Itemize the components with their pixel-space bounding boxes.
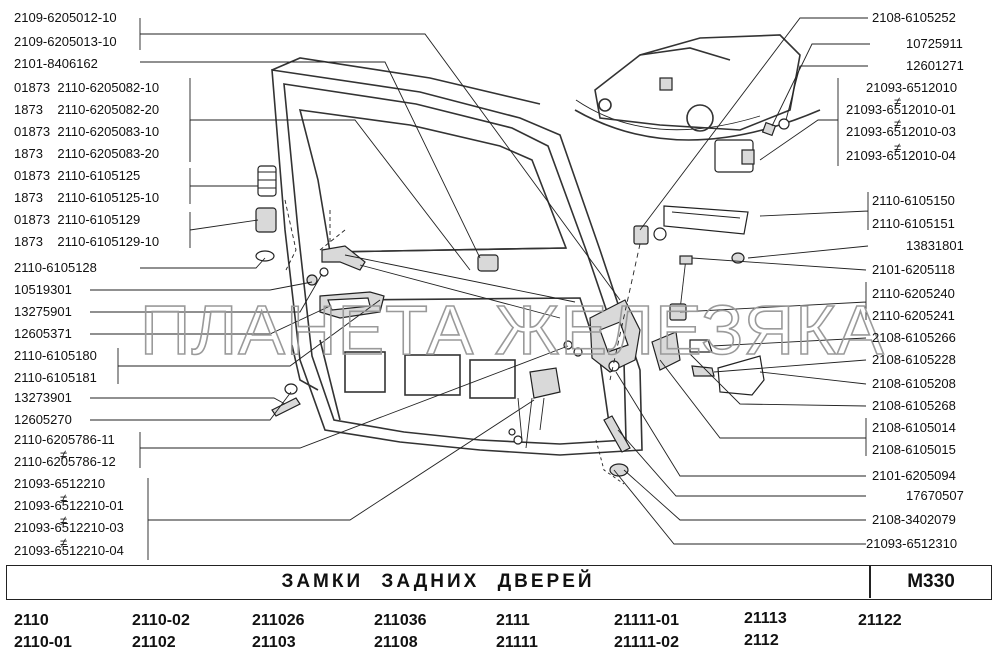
- model-item: 21102: [132, 634, 176, 651]
- model-item: 21111: [496, 634, 538, 651]
- part-label: 2108-6105014: [872, 420, 956, 435]
- variant-marks: ≠ ≠ ≠ ≠ ≠ ≠ ≠: [60, 94, 901, 550]
- part-label: 21093-6512010: [866, 80, 957, 95]
- part-label: 01873 2110-6205082-10: [14, 80, 159, 95]
- part-label: 21093-6512210-03: [14, 520, 124, 535]
- svg-text:≠: ≠: [894, 140, 901, 155]
- model-item: 21111-01: [614, 612, 679, 629]
- part-label: 2108-3402079: [872, 512, 956, 527]
- part-label: 01873 2110-6105129: [14, 212, 140, 227]
- part-label: 2110-6105180: [14, 348, 97, 363]
- model-item: 21122: [858, 612, 902, 629]
- svg-text:≠: ≠: [60, 535, 67, 550]
- part-label: 2109-6205013-10: [14, 34, 117, 49]
- part-label: 2108-6105015: [872, 442, 956, 457]
- part-label: 13273901: [14, 390, 72, 405]
- part-label: 21093-6512210-04: [14, 543, 124, 558]
- part-label: 10725911: [906, 36, 963, 51]
- part-label: 2110-6205786-12: [14, 454, 116, 469]
- svg-text:≠: ≠: [894, 116, 901, 131]
- model-item: 2110-01: [14, 634, 72, 651]
- part-label: 2110-6105128: [14, 260, 97, 275]
- title-divider: [869, 566, 871, 598]
- model-item: 2111: [496, 612, 530, 629]
- model-item: 2112: [744, 632, 779, 649]
- part-label: 1873 2110-6205082-20: [14, 102, 159, 117]
- part-label: 2109-6205012-10: [14, 10, 117, 25]
- part-label: 2101-6205118: [872, 262, 955, 277]
- title-bar: ЗАМКИ ЗАДНИХ ДВЕРЕЙ М330: [6, 565, 992, 600]
- model-item: 211036: [374, 612, 427, 629]
- part-label: 2108-6105266: [872, 330, 956, 345]
- part-label: 13831801: [906, 238, 964, 253]
- part-label: 1873 2110-6105129-10: [14, 234, 159, 249]
- part-label: 10519301: [14, 282, 72, 297]
- model-item: 2110-02: [132, 612, 190, 629]
- model-item: 2110: [14, 612, 49, 629]
- part-label: 12601271: [906, 58, 964, 73]
- part-label: 2101-6205094: [872, 468, 956, 483]
- model-item: 21103: [252, 634, 296, 651]
- model-list: 2110 2110-02 211026 211036 2111 21111-01…: [0, 608, 1000, 659]
- part-label: 21093-6512210: [14, 476, 105, 491]
- part-label: 21093-6512010-03: [846, 124, 956, 139]
- part-label: 2110-6105150: [872, 193, 955, 208]
- watermark: ПЛАНЕТА ЖЕЛЕЗЯКА: [140, 291, 885, 369]
- page-code: М330: [907, 571, 955, 592]
- svg-text:≠: ≠: [60, 447, 67, 462]
- right-part-labels: 2108-6105252 10725911 12601271 21093-651…: [846, 10, 964, 551]
- part-label: 2108-6105228: [872, 352, 956, 367]
- part-label: 21093-6512310: [866, 536, 957, 551]
- part-label: 2110-6205786-11: [14, 432, 115, 447]
- left-leader-lines: [90, 18, 621, 560]
- left-part-labels: 2109-6205012-10 2109-6205013-10 2101-840…: [14, 10, 159, 558]
- part-label: 2101-8406162: [14, 56, 98, 71]
- model-item: 21108: [374, 634, 418, 651]
- model-item: 21111-02: [614, 634, 679, 651]
- svg-text:≠: ≠: [60, 513, 67, 528]
- lock-parts: [255, 165, 765, 485]
- page-title: ЗАМКИ ЗАДНИХ ДВЕРЕЙ: [281, 571, 595, 592]
- part-label: 13275901: [14, 304, 72, 319]
- svg-text:≠: ≠: [894, 94, 901, 109]
- part-label: 2108-6105252: [872, 10, 956, 25]
- part-label: 21093-6512010-01: [846, 102, 956, 117]
- part-label: 1873 2110-6105125-10: [14, 190, 159, 205]
- exploded-parts-diagram: ПЛАНЕТА ЖЕЛЕЗЯКА 2109-6205012-10 2109-62…: [14, 10, 964, 560]
- model-item: 211026: [252, 612, 305, 629]
- part-label: 21093-6512010-04: [846, 148, 956, 163]
- part-label: 12605371: [14, 326, 72, 341]
- part-label: 2110-6105151: [872, 216, 955, 231]
- part-label: 21093-6512210-01: [14, 498, 124, 513]
- part-label: 1873 2110-6205083-20: [14, 146, 159, 161]
- part-label: 01873 2110-6105125: [14, 168, 140, 183]
- part-label: 2108-6105208: [872, 376, 956, 391]
- part-label: 2110-6205241: [872, 308, 955, 323]
- part-label: 01873 2110-6205083-10: [14, 124, 159, 139]
- part-label: 12605270: [14, 412, 72, 427]
- model-item: 21113: [744, 610, 787, 627]
- part-label: 2108-6105268: [872, 398, 956, 413]
- right-leader-lines: [613, 17, 870, 545]
- svg-text:≠: ≠: [60, 491, 67, 506]
- car-inset: [574, 34, 821, 173]
- part-label: 2110-6205240: [872, 286, 955, 301]
- part-label: 2110-6105181: [14, 370, 97, 385]
- part-label: 17670507: [906, 488, 964, 503]
